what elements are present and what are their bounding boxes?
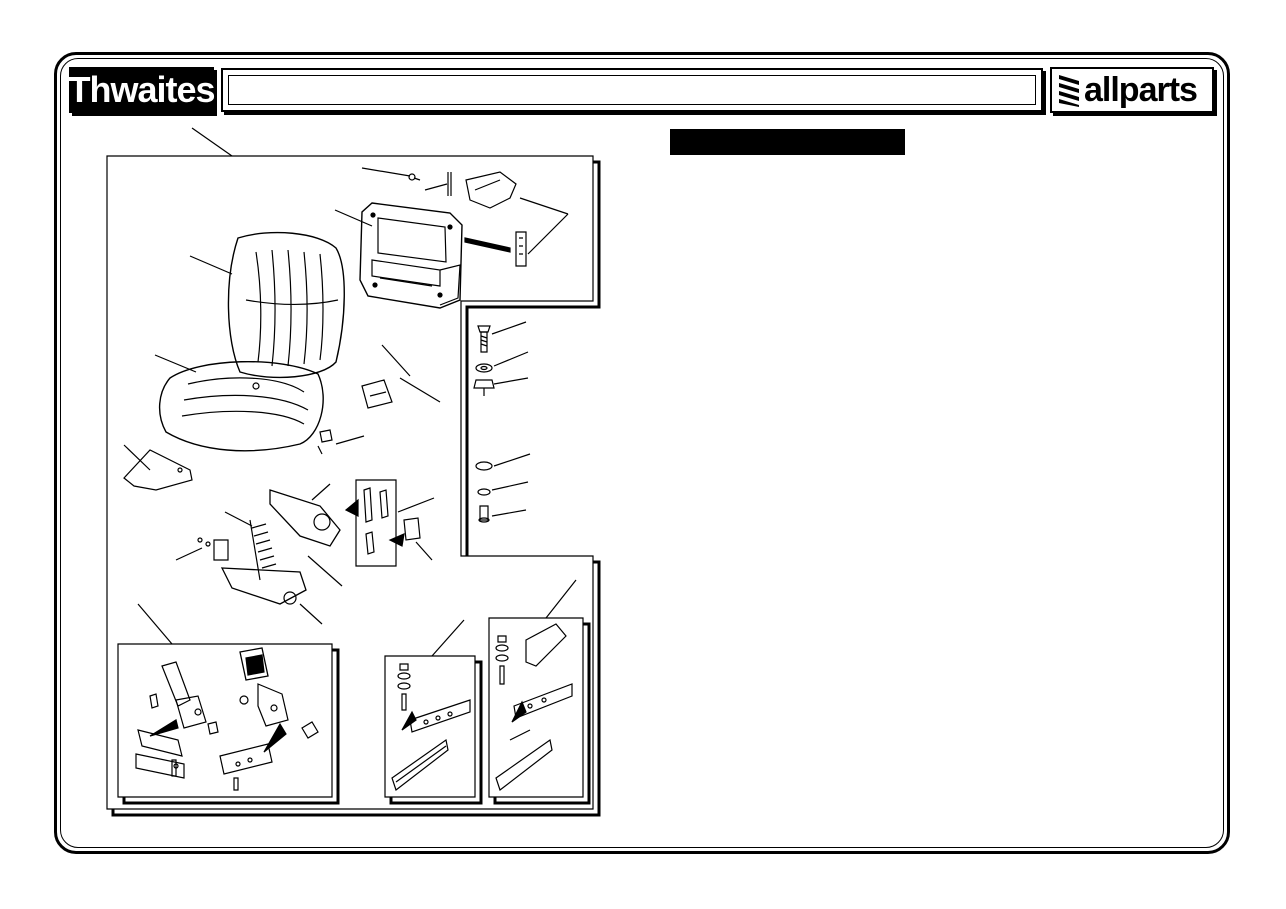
clip-part <box>317 429 333 455</box>
leader-line <box>335 435 365 445</box>
latch-part <box>363 487 421 555</box>
backrest-cushion-part <box>227 231 345 379</box>
leader-line <box>491 509 527 517</box>
page-frame <box>54 52 1230 854</box>
leader-line <box>224 511 253 527</box>
leader-line <box>493 453 531 467</box>
seatbelt-retractor-part <box>207 647 319 791</box>
slide-rail-panel-outline <box>384 655 476 798</box>
leader-line <box>415 541 433 561</box>
bolt-part <box>478 505 490 523</box>
pointer-arrow <box>511 700 527 723</box>
leader-line <box>491 321 527 335</box>
leader-line <box>175 547 203 561</box>
thwaites-logo-text: Thwaites <box>68 69 215 110</box>
leader-line <box>431 619 465 657</box>
seat-back-frame-part <box>359 202 463 309</box>
leader-line <box>154 354 197 373</box>
washer-part <box>475 363 493 373</box>
nut-part <box>473 379 495 396</box>
lever-rod-part <box>361 377 441 409</box>
rod-part <box>447 172 452 196</box>
screw-part <box>477 325 491 353</box>
leader-line <box>381 344 411 377</box>
leader-line <box>397 497 435 513</box>
seatbelt-panel-outline <box>117 643 333 798</box>
pointer-arrow <box>344 498 359 517</box>
leader-line <box>307 555 343 587</box>
thwaites-logo: Thwaites <box>68 67 216 113</box>
side-bracket-part <box>123 449 193 491</box>
leader-line <box>123 444 151 471</box>
seat-cushion-part <box>159 360 324 452</box>
washer-part <box>477 488 491 496</box>
title-bar-field <box>228 75 1036 105</box>
latch-box-outline <box>355 479 397 567</box>
slide-rail-lever-panel-outline <box>488 617 584 798</box>
leader-line <box>137 603 173 645</box>
leader-line <box>545 579 577 619</box>
page-frame-inner <box>60 58 1224 848</box>
leader-line <box>493 351 529 367</box>
leader-line <box>424 183 448 191</box>
suspension-assembly-part <box>220 489 341 605</box>
leader-line <box>191 127 233 157</box>
pointer-arrow <box>388 533 405 547</box>
allparts-stripes-icon <box>1059 75 1079 107</box>
allparts-logo: allparts <box>1050 67 1214 113</box>
leader-line <box>527 213 569 255</box>
leader-line <box>334 209 373 227</box>
leader-line <box>361 167 411 177</box>
pointer-arrow <box>263 722 287 753</box>
title-bar <box>221 68 1043 112</box>
allparts-logo-text: allparts <box>1084 71 1198 109</box>
leader-line <box>189 255 233 275</box>
seatbelt-buckle-part <box>135 661 207 779</box>
armrest-part <box>465 171 517 209</box>
leader-line <box>311 483 331 501</box>
adjuster-strip-part <box>515 231 527 267</box>
pointer-arrow <box>401 710 417 731</box>
leader-line <box>493 377 529 385</box>
leader-line <box>299 603 323 625</box>
leader-line <box>519 197 569 215</box>
pointer-arrow <box>464 237 511 253</box>
washer-part <box>475 461 493 471</box>
leader-line <box>491 481 529 491</box>
bolt-part <box>197 537 229 561</box>
section-title-bar <box>670 129 905 155</box>
slide-rail-lever-part <box>495 623 573 791</box>
pin-part <box>408 173 421 181</box>
slide-rail-part <box>391 663 471 791</box>
pointer-arrow <box>149 719 179 737</box>
